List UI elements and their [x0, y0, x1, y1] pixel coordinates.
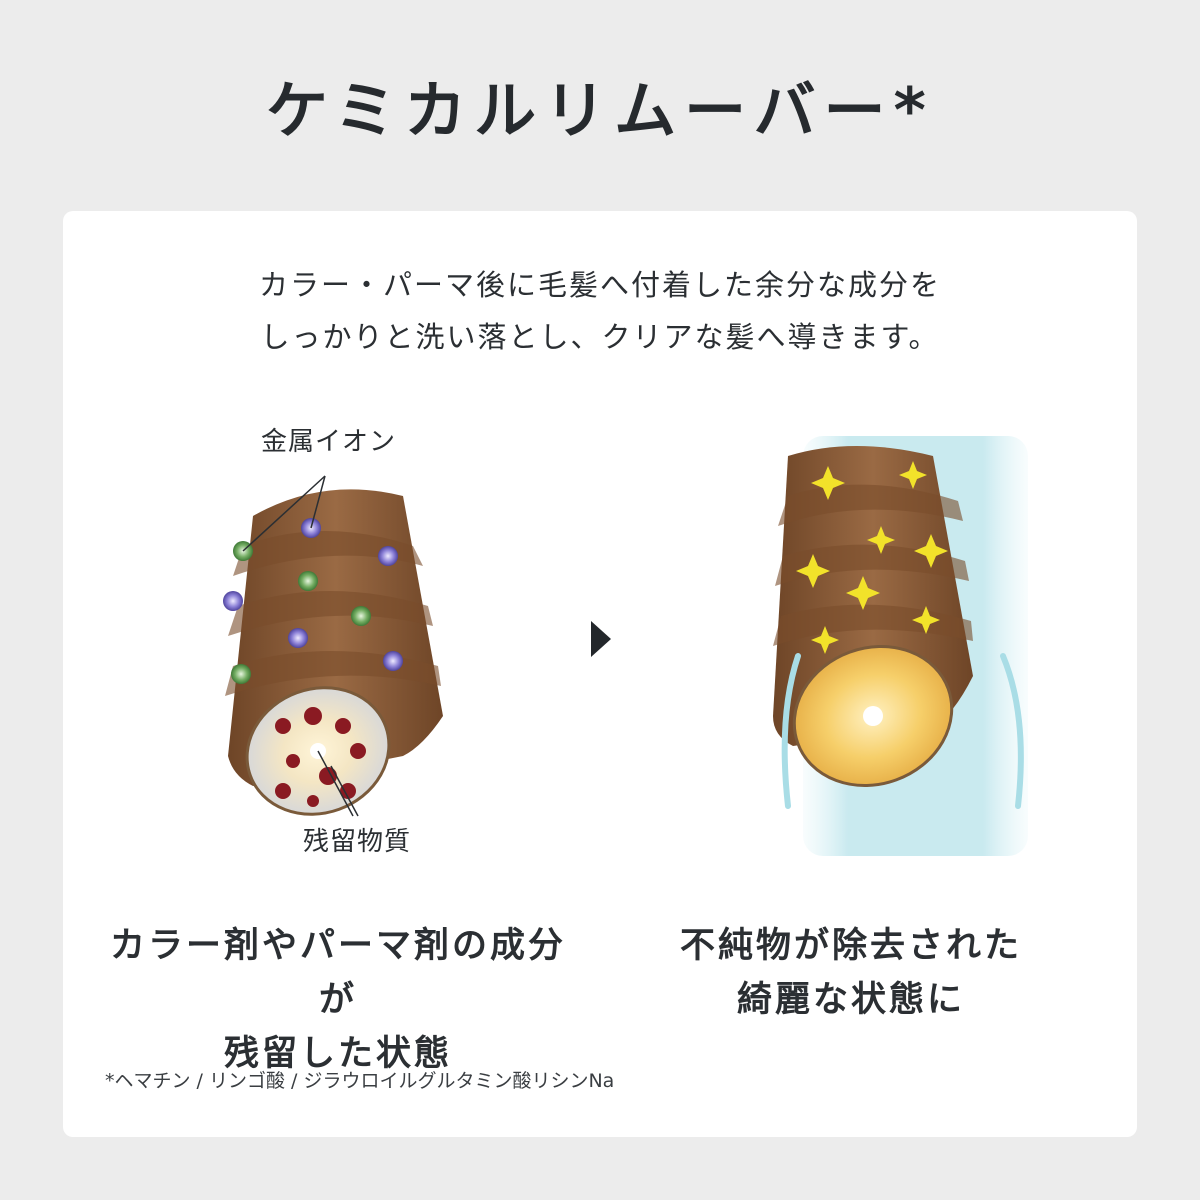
intro-text: カラー・パーマ後に毛髪へ付着した余分な成分を しっかりと洗い落とし、クリアな髪へ… — [63, 259, 1137, 363]
after-caption-line-1: 不純物が除去された — [679, 926, 1022, 966]
water-drops — [781, 653, 1024, 809]
after-caption-line-2: 綺麗な状態に — [736, 980, 965, 1020]
before-caption-line-1: カラー剤やパーマ剤の成分が — [109, 926, 566, 1020]
sparkle-icons — [796, 461, 948, 654]
arrow-right-icon — [591, 621, 611, 657]
after-caption: 不純物が除去された 綺麗な状態に — [616, 919, 1086, 1027]
intro-line-1: カラー・パーマ後に毛髪へ付着した余分な成分を — [258, 268, 941, 302]
clean-hair-illustration — [773, 436, 1028, 856]
page-title: ケミカルリムーバー* — [266, 74, 934, 147]
residue-label: 残留物質 — [303, 827, 412, 857]
hair-with-residue-illustration — [223, 475, 443, 817]
intro-line-2: しっかりと洗い落とし、クリアな髪へ導きます。 — [260, 320, 940, 354]
before-caption: カラー剤やパーマ剤の成分が 残留した状態 — [103, 919, 573, 1081]
content-card: カラー・パーマ後に毛髪へ付着した余分な成分を しっかりと洗い落とし、クリアな髪へ… — [63, 211, 1137, 1137]
residue-particles — [275, 707, 366, 807]
callout-lines — [242, 475, 359, 817]
metal-ion-label: 金属イオン — [261, 427, 397, 457]
before-caption-line-2: 残留した状態 — [223, 1034, 452, 1074]
ingredients-footnote: *ヘマチン / リンゴ酸 / ジラウロイルグルタミン酸リシンNa — [105, 1070, 615, 1092]
